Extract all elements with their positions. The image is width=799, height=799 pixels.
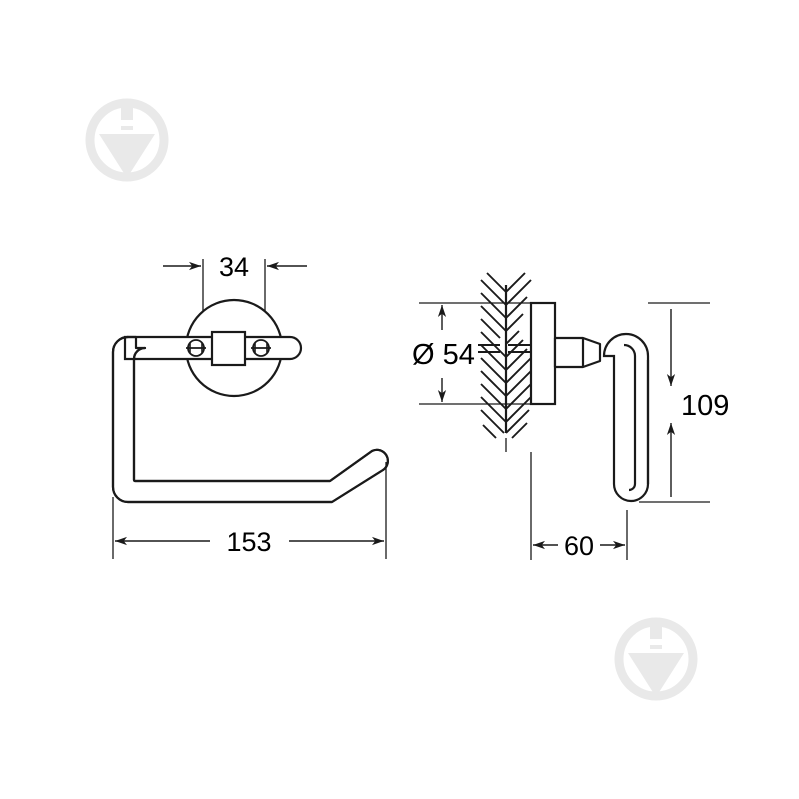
side-view: Ø 54 — [412, 272, 729, 561]
side-dim-54-extension-lines — [419, 302, 540, 405]
screw-marker-left — [186, 339, 206, 357]
wall-section — [478, 272, 532, 452]
holder-arm-side — [602, 332, 650, 503]
side-dim-54: Ø 54 — [412, 305, 475, 402]
front-dim-34: 34 — [163, 252, 307, 282]
front-view: 34 — [111, 252, 389, 559]
side-dim-109-extension-lines — [639, 302, 710, 503]
screw-marker-right — [251, 339, 271, 357]
rosette-plate-side — [529, 301, 557, 406]
side-dim-60-extension-lines — [530, 452, 628, 560]
side-dim-60-label: 60 — [564, 531, 594, 561]
front-dim-153-extension-lines — [112, 462, 387, 559]
mounting-block — [210, 330, 247, 367]
watermark-top-left — [85, 98, 169, 182]
side-dim-54-label: Ø 54 — [412, 339, 475, 371]
front-dim-34-label: 34 — [219, 252, 249, 282]
paper-holder-arm — [111, 335, 389, 504]
front-dim-153: 153 — [115, 527, 384, 557]
side-dim-109-label: 109 — [681, 390, 729, 422]
front-dim-153-label: 153 — [226, 527, 271, 557]
side-dim-60: 60 — [533, 531, 625, 561]
watermark-bottom-right — [614, 617, 698, 701]
tapered-stem — [553, 336, 602, 369]
side-dim-109: 109 — [666, 309, 729, 497]
